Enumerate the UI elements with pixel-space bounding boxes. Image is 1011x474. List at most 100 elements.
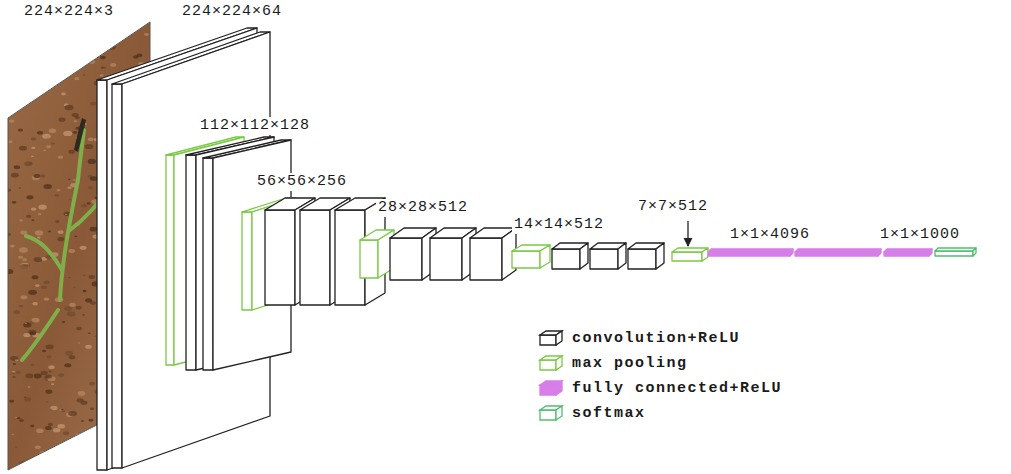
layer-block (628, 243, 664, 269)
dimension-label: 112×112×128 (198, 117, 312, 135)
block-face (252, 198, 296, 310)
block-face (242, 212, 252, 310)
soil-speck (48, 365, 54, 369)
soil-speck (32, 275, 39, 279)
soil-speck (69, 355, 76, 359)
soil-speck (17, 417, 21, 419)
soil-speck (23, 322, 31, 327)
soil-speck (88, 186, 93, 189)
soil-speck (80, 454, 88, 459)
block-face (935, 248, 976, 251)
soil-speck (56, 72, 64, 77)
soil-speck (35, 230, 43, 235)
soil-speck (65, 351, 73, 356)
swatch-face (556, 406, 562, 420)
soil-speck (85, 298, 92, 302)
soil-speck (43, 150, 46, 152)
legend-text: max pooling (572, 355, 688, 373)
soil-speck (109, 27, 117, 32)
layer-block (552, 243, 588, 269)
soil-speck (88, 137, 94, 141)
soil-speck (50, 406, 57, 410)
soil-speck (10, 356, 18, 361)
swatch-face (556, 356, 562, 370)
legend-text: softmax (572, 405, 646, 423)
soil-speck (58, 373, 64, 377)
soil-speck (76, 450, 79, 452)
block-face (590, 249, 618, 269)
soil-speck (62, 321, 66, 323)
block-face (552, 249, 580, 269)
soil-speck (74, 235, 77, 237)
layer-block (708, 249, 793, 256)
soil-speck (81, 204, 87, 208)
soil-speck (35, 446, 41, 450)
soil-speck (26, 322, 29, 324)
soil-speck (69, 303, 76, 307)
soil-speck (19, 247, 28, 252)
soil-speck (88, 332, 91, 334)
soil-speck (67, 32, 76, 37)
soil-speck (48, 423, 53, 426)
soil-speck (38, 204, 47, 209)
soil-speck (20, 264, 28, 269)
soil-speck (58, 156, 63, 159)
soil-speck (81, 33, 87, 37)
soil-speck (97, 38, 105, 43)
soil-speck (18, 256, 23, 259)
soil-speck (67, 311, 76, 316)
soil-speck (12, 433, 15, 435)
block-face (390, 238, 422, 280)
soil-speck (30, 32, 39, 37)
seedling-leaf (26, 236, 62, 270)
block-face (618, 243, 626, 269)
soil-speck (6, 38, 14, 43)
block-face (540, 245, 550, 268)
swatch-face (540, 360, 556, 370)
soil-speck (31, 147, 35, 149)
soil-speck (26, 215, 31, 218)
soil-speck (34, 374, 42, 379)
soil-speck (85, 345, 92, 349)
soil-speck (37, 131, 43, 135)
soil-speck (22, 258, 27, 261)
block-face (672, 252, 702, 261)
block-face (878, 249, 881, 256)
soil-speck (65, 445, 70, 448)
soil-speck (32, 318, 40, 323)
soil-speck (32, 53, 36, 55)
dimension-label: 1×1×4096 (728, 226, 812, 244)
soil-speck (49, 129, 56, 133)
legend-swatch (540, 356, 562, 370)
soil-speck (50, 71, 56, 75)
soil-speck (144, 33, 149, 36)
block-face (708, 249, 793, 252)
soil-speck (62, 410, 65, 412)
soil-speck (110, 63, 116, 67)
block-face (795, 249, 881, 252)
soil-speck (41, 371, 48, 375)
soil-speck (28, 21, 35, 25)
dimension-label: 224×224×64 (180, 3, 284, 21)
swatch-face (540, 385, 556, 395)
block-face (166, 155, 174, 365)
block-face (580, 243, 588, 269)
soil-speck (32, 68, 36, 70)
soil-speck (80, 246, 87, 250)
soil-speck (24, 397, 31, 401)
soil-speck (81, 420, 84, 422)
soil-speck (45, 426, 52, 430)
soil-speck (15, 359, 18, 361)
block-face (656, 243, 664, 269)
soil-speck (78, 391, 86, 396)
block-face (929, 249, 932, 256)
soil-speck (89, 275, 96, 279)
soil-speck (13, 310, 20, 314)
soil-speck (44, 455, 51, 459)
soil-speck (101, 45, 107, 49)
layer-block (672, 248, 708, 261)
block-face (973, 248, 976, 256)
soil-speck (9, 71, 12, 73)
soil-speck (40, 174, 45, 177)
soil-speck (33, 38, 37, 40)
